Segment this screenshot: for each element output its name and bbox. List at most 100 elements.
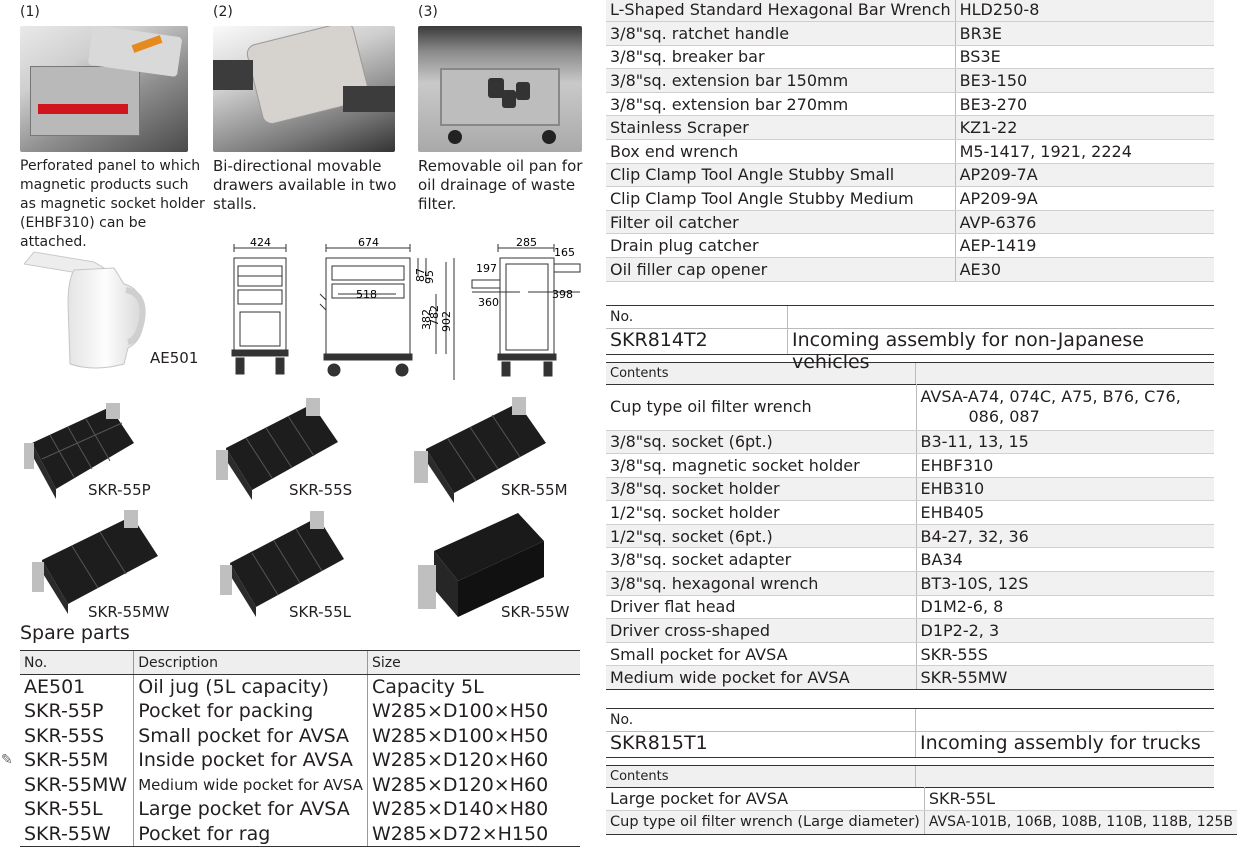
pocket-label: SKR-55W: [501, 603, 570, 621]
cell-description: Medium wide pocket for AVSA: [133, 772, 368, 797]
col-header-description: Description: [133, 650, 368, 675]
oil-jug-label: AE501: [150, 349, 199, 367]
pocket-55p-image: [24, 403, 134, 499]
cell-no: SKR-55L: [24, 798, 103, 821]
cell-description: Inside pocket for AVSA: [133, 748, 368, 773]
cell-description: Pocket for packing: [133, 699, 368, 724]
feature-3-photo: [418, 26, 582, 152]
table-row: 3/8"sq. socket (6pt.)B3-11, 13, 15: [606, 430, 1214, 455]
cell-no: SKR-55W: [20, 821, 134, 847]
cell-no: AE501: [24, 676, 86, 698]
cell-no: SKR-55S: [24, 724, 105, 747]
feature-3-number: (3): [418, 4, 438, 20]
kit2-number: SKR815T1: [606, 732, 916, 757]
pocket-55m-image: [414, 397, 546, 503]
cell-no: SKR-55M: [24, 749, 109, 772]
cell-size: Capacity 5L: [366, 674, 580, 699]
dim-h1: 87: [414, 268, 427, 282]
kit1-contents-label: Contents: [606, 363, 916, 384]
oil-jug-image: [24, 251, 146, 369]
pocket-55s-image: [216, 398, 338, 500]
cell-size: W285×D72×H150: [366, 821, 580, 847]
cell-description: Large pocket for AVSA: [133, 797, 368, 822]
cell-description: Pocket for rag: [133, 821, 368, 847]
pocket-label: SKR-55L: [289, 603, 352, 621]
col-header-size: Size: [366, 650, 580, 675]
dim-h3: 382: [420, 309, 433, 330]
dim-side-width: 674: [358, 236, 379, 249]
dim-front-width: 424: [250, 236, 271, 249]
pocket-label: SKR-55P: [88, 481, 151, 499]
kit1-section: No. SKR814T2 Incoming assembly for non-J…: [606, 305, 1214, 385]
kit1-no-label: No.: [606, 306, 788, 328]
dim-398: 398: [552, 288, 573, 301]
pocket-55mw-image: [32, 510, 158, 614]
kit1-number: SKR814T2: [606, 329, 788, 354]
cell-description: Small pocket for AVSA: [133, 723, 368, 748]
pocket-label: SKR-55M: [501, 481, 568, 499]
pocket-label: SKR-55S: [289, 481, 353, 499]
feature-1-photo: [20, 26, 188, 152]
table-row: 1/2"sq. socket (6pt.)B4-27, 32, 36: [606, 524, 1214, 549]
cell-size: W285×D100×H50: [366, 723, 580, 748]
cell-size: W285×D140×H80: [366, 797, 580, 822]
cell-no: SKR-55MW: [24, 773, 128, 796]
pocket-55w-image: [418, 513, 544, 617]
kit1-title: Incoming assembly for non-Japanese vehic…: [792, 329, 1144, 373]
pencil-icon: ✎: [1, 752, 13, 768]
dim-360: 360: [478, 296, 499, 309]
dim-165: 165: [554, 246, 575, 259]
pocket-label: SKR-55MW: [88, 603, 170, 621]
kit2-title: Incoming assembly for trucks: [920, 732, 1201, 754]
dimension-drawing: 424 674 518 87 95 382 782 902 285 165 19…: [231, 236, 581, 380]
table-header-row: No. Description Size: [20, 650, 580, 675]
col-header-no: No.: [20, 650, 134, 675]
feature-1-number: (1): [20, 4, 40, 20]
dim-h2: 95: [423, 270, 436, 284]
pocket-55l-image: [220, 511, 344, 617]
feature-2-photo: [213, 26, 395, 152]
cell-size: W285×D120×H60: [366, 748, 580, 773]
dim-top-depth: 285: [516, 236, 537, 249]
kit2-section: No. SKR815T1 Incoming assembly for truck…: [606, 708, 1214, 788]
dim-inner-width: 518: [356, 288, 377, 301]
dim-h4: 782: [428, 305, 441, 326]
feature-2-number: (2): [213, 4, 233, 20]
dim-h5: 902: [440, 311, 453, 332]
kit2-no-label: No.: [606, 709, 916, 731]
dim-197: 197: [476, 262, 497, 275]
kit2-contents-label: Contents: [606, 766, 916, 787]
